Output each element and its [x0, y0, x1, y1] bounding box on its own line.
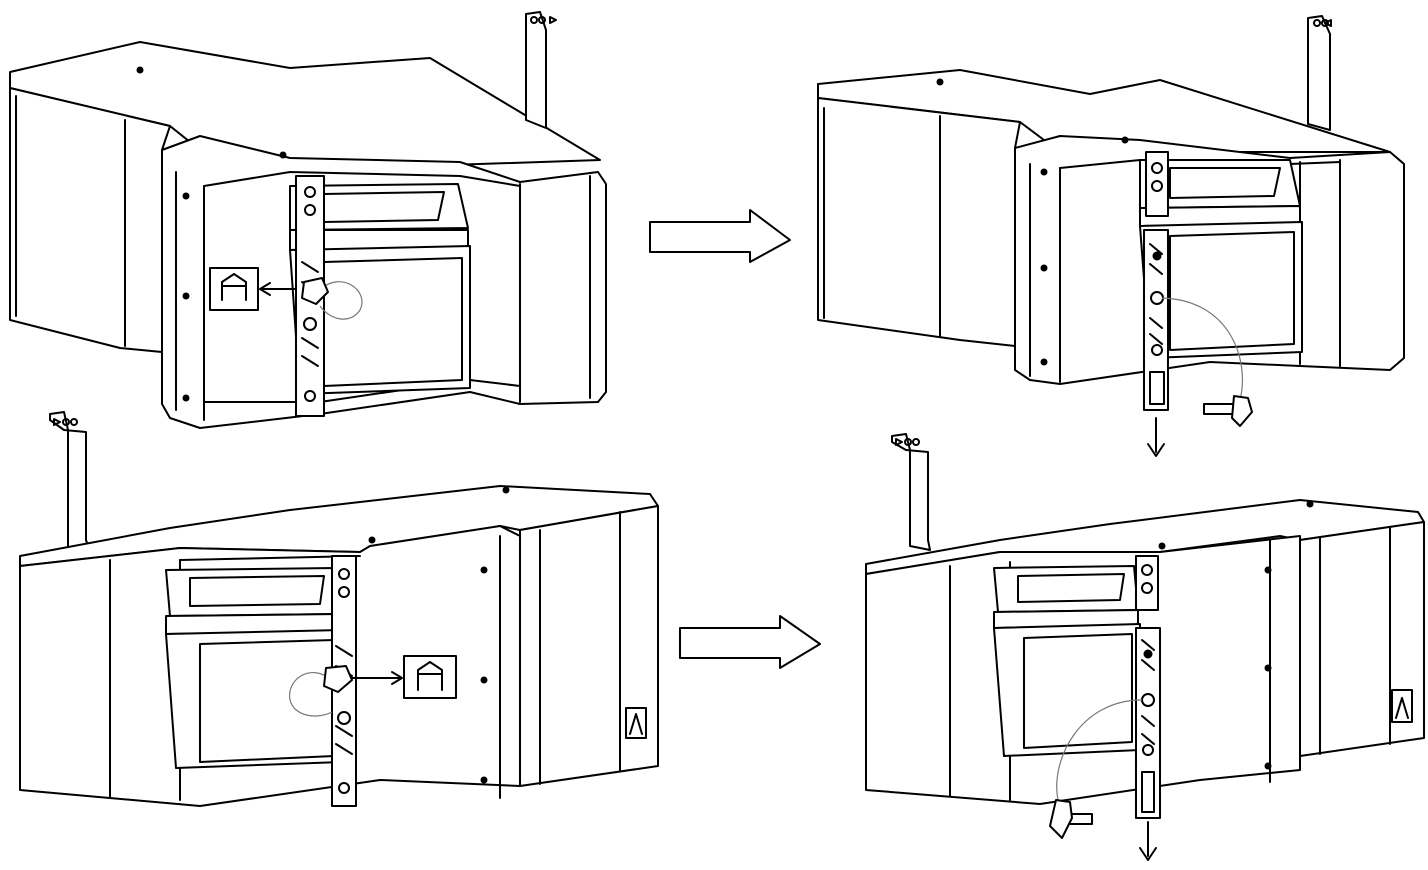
arrow-step-3-to-4 — [679, 615, 821, 669]
panel-step-4 — [865, 433, 1425, 861]
panel-step-2 — [817, 15, 1405, 457]
arrow-step-1-to-2 — [649, 209, 791, 263]
panel-step-1 — [9, 11, 607, 429]
panel-step-3 — [19, 411, 659, 807]
callout-box — [209, 267, 259, 311]
